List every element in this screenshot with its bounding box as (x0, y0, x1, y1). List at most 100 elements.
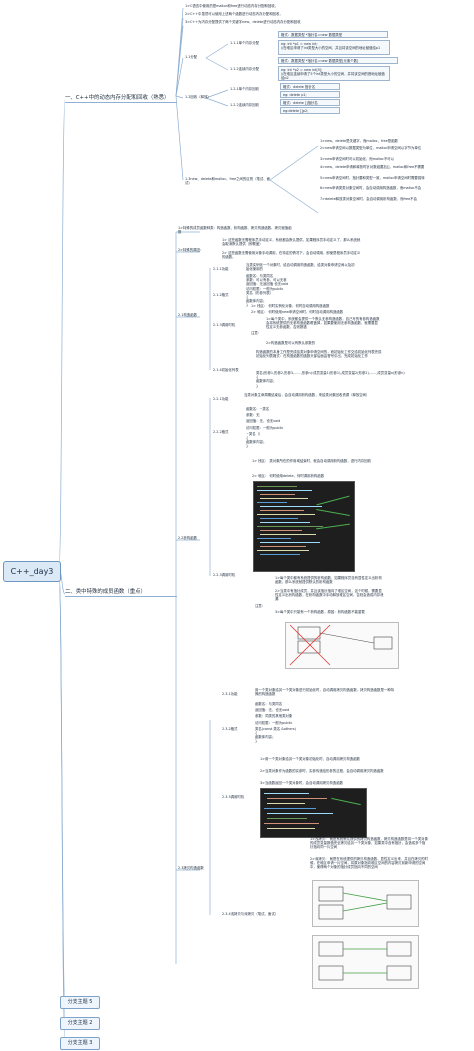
ctor-fmt-item: 函数名：与类同名 (246, 274, 274, 278)
dtor-note-3: 3>每个类中只能有一个析构函数，原因：析构函数不能重载 (275, 610, 365, 614)
memory-intro-1: 1>C语言中使用的是malloc和free进行动态内存分配和回收。 (185, 4, 279, 8)
topic-branch-3[interactable]: 分支主题 3 (60, 1037, 100, 1050)
diff-item-4: 4>new、delete申请和释放时针对数组要加[]，malloc和free不需… (320, 165, 425, 169)
alloc-cont-format: 格式：数据类型 *指针名=new 数据类型[元素个数] (278, 57, 398, 64)
shallow-copy-sketch (312, 880, 419, 927)
dtor-fmt-title: 2.2.2格式 (213, 430, 229, 434)
dtor-call-item-1: 1> 栈区： 类对象所在的作用域结束时，就会自动调用析构函数，进行内存回收 (252, 459, 372, 463)
dtor-fmt-item: 函数名：~类名 (246, 407, 270, 411)
copy-fmt-item: 访问权限：一般为public (255, 720, 293, 725)
free-cont-title: 1.2.2连续内存回收 (230, 103, 259, 107)
branch-special-title[interactable]: 二、类中特殊的成员函数（重点） (65, 589, 177, 597)
ctor-fmt-item: 返回值：无返回值 也无void (246, 282, 289, 287)
copy-fmt-code: { (255, 731, 258, 736)
copy-deep-title: 2.3.4浅拷贝与深拷贝（笔试、面试） (222, 912, 279, 916)
copy-call-item-2: 2>当类对象作为函数的实参时，实参传递给形参的过程，会自动调用拷贝构造函数 (260, 769, 384, 773)
special-intro-2: 2>特殊的原因： (178, 248, 204, 252)
copy-func-desc: 用一个类对象给另一个类对象进行初始化时，自动调用拷贝构造函数，拷贝构造函数是一种… (255, 688, 395, 697)
copy-fmt-code: 类名(const 类名 &others) (255, 726, 296, 731)
topic-branch-5[interactable]: 分支主题 5 (60, 996, 100, 1009)
ctor-fmt-title: 2.1.2格式 (213, 293, 229, 297)
copy-fmt-item: 参数：同类的其他类对象 (255, 714, 293, 719)
copy-call-item-3: 3>当函数返回一个类对象时，会自动调用拷贝构造函数 (260, 781, 343, 785)
diff-item-6: 6>new申请类类对象空间时，会自动调用构造函数，而malloc不会 (320, 186, 422, 190)
free-single-format: 格式：delete 指针名 (280, 83, 340, 90)
ctor-init-item: } (256, 383, 259, 388)
dtor-note-1: 1>每个类中都有系统提供的析构函数，如果程序员没有显性定义出析构函数，那么系统就… (275, 576, 382, 585)
dtor-func-title: 2.2.1功能 (213, 397, 229, 401)
ctor-init-item: 构造函数的本身工作是完成给类对象申请空间的，而初始化工作交给初始化列表完成 (256, 350, 382, 354)
dtor-fmt-item: 返回值：无，也无void (246, 419, 281, 424)
dtor-call-item-2: 2> 堆区： 何时使用delete，何时调用析构函数 (252, 474, 325, 478)
ctor-init-item: 函数体内容； (256, 379, 277, 384)
ctor-init-syntax: 类名(形参1,形参2,形参3,......,形参n):成员变量1(形参1),成员… (256, 371, 471, 388)
copy-call-title: 2.3.3调用时机 (222, 795, 245, 799)
ctor-init-title: 2.1.4初始化列表 (213, 368, 239, 372)
alloc-cont-title: 1.1.2连续内存分配 (230, 67, 259, 71)
copy-fmt-items: 函数名：与类同名 返回值：无，也无void 参数：同类的其他类对象 访问权限：一… (255, 702, 355, 744)
root-topic[interactable]: C++_day3 (3, 561, 61, 582)
copy-deep-item-2: 2>深拷贝： 就是在系统提供的拷贝构造函数，显性定义出来，并且在拷贝的时候，在堆… (310, 857, 428, 870)
ctor-fmt-code: { (246, 295, 249, 300)
copy-fmt-item: 函数名：与类同名 (255, 702, 283, 706)
copy-call-item-1: 1>用一个类对象给另一个类对象初始化时，自动调用拷贝构造函数 (260, 757, 360, 761)
shallow-copy-drawing (318, 886, 412, 920)
deep-copy-sketch (312, 935, 419, 989)
copy-fmt-item: 返回值：无，也无void (255, 708, 290, 713)
diff-item-5: 5>new申请空间时，指针要和类型一致，malloc申请空间时需要强转 (320, 176, 425, 180)
alloc-single-title: 1.1.1单个内存分配 (230, 41, 259, 45)
copy-fmt-title: 2.3.2格式 (222, 727, 238, 731)
memory-sketch-drawing (289, 624, 393, 666)
alloc-cont-example: eg: int *p2 = new int[5]; //在堆区连续申请了5个in… (278, 66, 390, 81)
dtor-fmt-code: } (246, 444, 249, 449)
alloc-title: 1.1分配 (185, 55, 198, 59)
alloc-cont-ex-line1: eg: int *p2 = new int[5]; (281, 68, 323, 72)
alloc-single-ex-line2: //在堆区申请了int类型大小的空间，并且将该空间的地址赋值给p1 (281, 46, 381, 51)
free-title: 1.2回收（释放） (185, 95, 211, 99)
free-single-example: eg: delete p1; (280, 91, 340, 98)
ctor-fmt-item: 访问权限：一般为public (246, 286, 284, 291)
dtor-fmt-code: ~类名（） (246, 431, 263, 436)
special-intro-1: 1>特殊的成员函数种类：构造函数、析构函数、拷贝构造函数、拷贝赋值函数 (178, 226, 292, 235)
alloc-single-ex-line1: eg: int *p1 = new int; (281, 42, 318, 46)
special-reason-1: 1> 这些函数无需程序员手动定义，系统都会默认提供，如果程序员手动定义了，那么系… (222, 238, 361, 247)
dtor-func-desc: 当类对象生命周期结束后，会自动调用析构函数，来给类对象回收资源（释放空间） (244, 393, 370, 397)
ctor-note-1: 1>每个类中，系统都会提供一个默认无参构造函数，自己写的有参构造函数会将系统提供… (266, 317, 380, 330)
ctor-call-item-2: 2> 堆区： 何时使用new申请空间时，何时自动调用构造函数 (251, 310, 344, 314)
free-cont-example: eg:delete []p2; (280, 107, 340, 114)
deep-copy-drawing (318, 941, 412, 981)
dtor-note-2: 2>当类中有指针成员，并且该指针指向了堆区空间，这个时候，需要显性定义出析构函数… (275, 589, 384, 602)
ctor-call-title: 2.1.3调用时机 (213, 323, 236, 327)
ctor-fmt-items: 函数名：与类同名 参数：可以有参，可以无参 返回值：无返回值 也无void 访问… (246, 274, 346, 308)
dtor-title: 2.2析构函数 (178, 536, 197, 540)
diff-item-2: 2>new申请空间以数据类型为单位，malloc申请空间以字节为单位 (320, 146, 422, 150)
free-cont-format: 格式：delete []指针名 (280, 99, 340, 106)
topic-branch-2[interactable]: 分支主题 2 (60, 1017, 100, 1030)
dtor-fmt-item: 访问权限：一般为public (246, 425, 284, 430)
diff-title: 1.3new、delete和malloc、free之间的区别（笔试、面试） (185, 177, 271, 186)
dtor-fmt-code: { (246, 436, 249, 441)
diff-item-3: 3>new申请空间时可以初始化，而malloc不可以 (320, 157, 395, 161)
dtor-notes-label: 注意： (255, 604, 266, 608)
alloc-single-format: 格式：数据类型 *指针名=new 数据类型 (278, 31, 388, 38)
free-single-title: 1.2.1单个内存回收 (230, 87, 259, 91)
dtor-memory-sketch (285, 622, 399, 669)
copy-code-screenshot (260, 788, 367, 838)
ctor-call-item-1: 1> 栈区： 何时实例化对象，何时自动调用构造函数 (251, 304, 330, 308)
ctor-fmt-item: 参数：可以有参，可以无参 (246, 278, 287, 283)
dtor-fmt-items: 函数名：~类名 参数：无 返回值：无，也无void 访问权限：一般为public… (246, 407, 346, 449)
ctor-fmt-code: 类名（形参列表） (246, 290, 274, 295)
branch-memory-title[interactable]: 一、C++中的动态内存分配和回收（熟悉） (65, 95, 177, 103)
alloc-single-example: eg: int *p1 = new int; //在堆区申请了int类型大小的空… (278, 40, 390, 55)
diff-item-1: 1>new、delete是关键字，而malloc、free是函数 (320, 139, 398, 143)
copy-fmt-code: 函数体内容； (255, 735, 276, 740)
dtor-fmt-item: 参数：无 (246, 413, 260, 418)
ctor-init-items: 构造函数的本身工作是完成给类对象申请空间的，而初始化工作交给初始化列表完成 初始… (256, 350, 386, 358)
dtor-fmt-code: 函数体内容； (246, 440, 267, 445)
memory-intro-3: 3>C++为内存分配提供了两个关键字new、delete进行动态内存分配和回收 (185, 20, 301, 24)
ctor-title: 2.1构造函数 (178, 313, 197, 317)
copy-func-title: 2.3.1功能 (222, 692, 238, 696)
ctor-fmt-code: 函数体内容； (246, 299, 267, 304)
ctor-func-desc: 当类实例化一个对象时，给自动调用构造函数，给类对象申请空间以及初始化使用的 (246, 263, 355, 272)
